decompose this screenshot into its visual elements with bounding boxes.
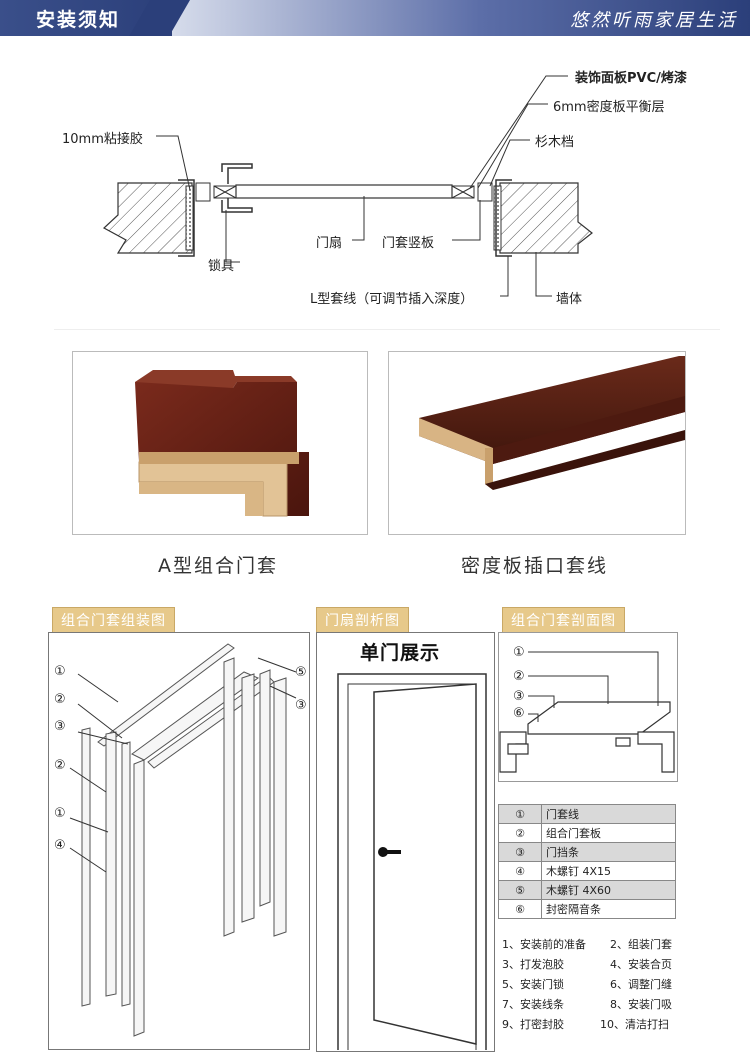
part-num: ③ bbox=[498, 842, 542, 862]
caption-a-frame: A型组合门套 bbox=[158, 555, 278, 577]
header-slogan: 悠然听雨家居生活 bbox=[570, 10, 738, 31]
label-l-trim: L型套线（可调节插入深度） bbox=[310, 292, 474, 307]
tag-frame-section: 组合门套剖面图 bbox=[502, 607, 625, 633]
label-jamb-board: 门套竖板 bbox=[382, 236, 435, 251]
part-name: 木螺钉 4X15 bbox=[541, 861, 676, 881]
callout-5: ⑤ bbox=[295, 665, 307, 680]
step-4: 4、安装合页 bbox=[610, 958, 672, 971]
tag-door-section: 门扇剖析图 bbox=[316, 607, 409, 633]
part-name: 木螺钉 4X60 bbox=[541, 880, 676, 900]
frame-callout-1: ① bbox=[513, 645, 525, 660]
step-1: 1、安装前的准备 bbox=[502, 938, 586, 951]
frame-callout-6: ⑥ bbox=[513, 706, 525, 721]
product-photo-a-frame bbox=[72, 351, 368, 535]
right-wall bbox=[499, 182, 593, 254]
page-header: 安装须知 悠然听雨家居生活 bbox=[0, 0, 750, 37]
part-num: ⑥ bbox=[498, 899, 542, 919]
part-num: ② bbox=[498, 823, 542, 843]
part-name: 组合门套板 bbox=[541, 823, 676, 843]
callout-2-mid: ② bbox=[54, 758, 66, 773]
step-7: 7、安装线条 bbox=[502, 998, 564, 1011]
label-glue: 10mm粘接胶 bbox=[62, 132, 143, 147]
part-name: 门套线 bbox=[541, 804, 676, 824]
tag-assembly: 组合门套组装图 bbox=[52, 607, 175, 633]
header-title: 安装须知 bbox=[36, 9, 121, 31]
step-2: 2、组装门套 bbox=[610, 938, 672, 951]
label-density-board: 6mm密度板平衡层 bbox=[553, 100, 665, 115]
frame-section-drawing bbox=[498, 632, 678, 782]
a-frame-illustration bbox=[135, 370, 309, 517]
callout-4: ④ bbox=[54, 838, 66, 853]
callout-1-mid: ① bbox=[54, 806, 66, 821]
step-8: 8、安装门吸 bbox=[610, 998, 672, 1011]
frame-callout-2: ② bbox=[513, 669, 525, 684]
caption-trim: 密度板插口套线 bbox=[461, 555, 609, 577]
label-decor-panel: 装饰面板PVC/烤漆 bbox=[575, 71, 687, 86]
step-6: 6、调整门缝 bbox=[610, 978, 672, 991]
label-wall: 墙体 bbox=[556, 292, 583, 307]
step-5: 5、安装门锁 bbox=[502, 978, 564, 991]
product-photo-trim bbox=[388, 351, 686, 535]
part-name: 封密隔音条 bbox=[541, 899, 676, 919]
left-glue-strip bbox=[185, 185, 194, 251]
callout-3-top: ③ bbox=[54, 719, 66, 734]
callout-2-top: ② bbox=[54, 692, 66, 707]
part-name: 门挡条 bbox=[541, 842, 676, 862]
door-handle-lever bbox=[383, 850, 401, 854]
part-num: ① bbox=[498, 804, 542, 824]
callout-1-top: ① bbox=[54, 664, 66, 679]
part-num: ④ bbox=[498, 861, 542, 881]
step-10: 10、清洁打扫 bbox=[600, 1018, 669, 1031]
header-gradient-bar bbox=[150, 0, 750, 36]
trim-illustration bbox=[419, 356, 685, 490]
step-9: 9、打密封胶 bbox=[502, 1018, 564, 1031]
single-door-drawing bbox=[337, 673, 487, 1050]
label-door-leaf: 门扇 bbox=[316, 236, 343, 251]
left-wall bbox=[102, 182, 193, 254]
label-lock: 锁具 bbox=[208, 259, 235, 274]
door-panel bbox=[373, 683, 477, 1045]
label-fir-block: 杉木档 bbox=[535, 135, 575, 150]
step-3: 3、打发泡胶 bbox=[502, 958, 564, 971]
part-num: ⑤ bbox=[498, 880, 542, 900]
door-leaf bbox=[235, 184, 453, 199]
installation-cross-section-diagram bbox=[54, 75, 720, 330]
frame-callout-3: ③ bbox=[513, 689, 525, 704]
right-glue-strip bbox=[493, 185, 502, 251]
assembly-drawing bbox=[48, 632, 310, 1050]
door-section-title: 单门展示 bbox=[360, 642, 441, 664]
callout-3-right: ③ bbox=[295, 698, 307, 713]
